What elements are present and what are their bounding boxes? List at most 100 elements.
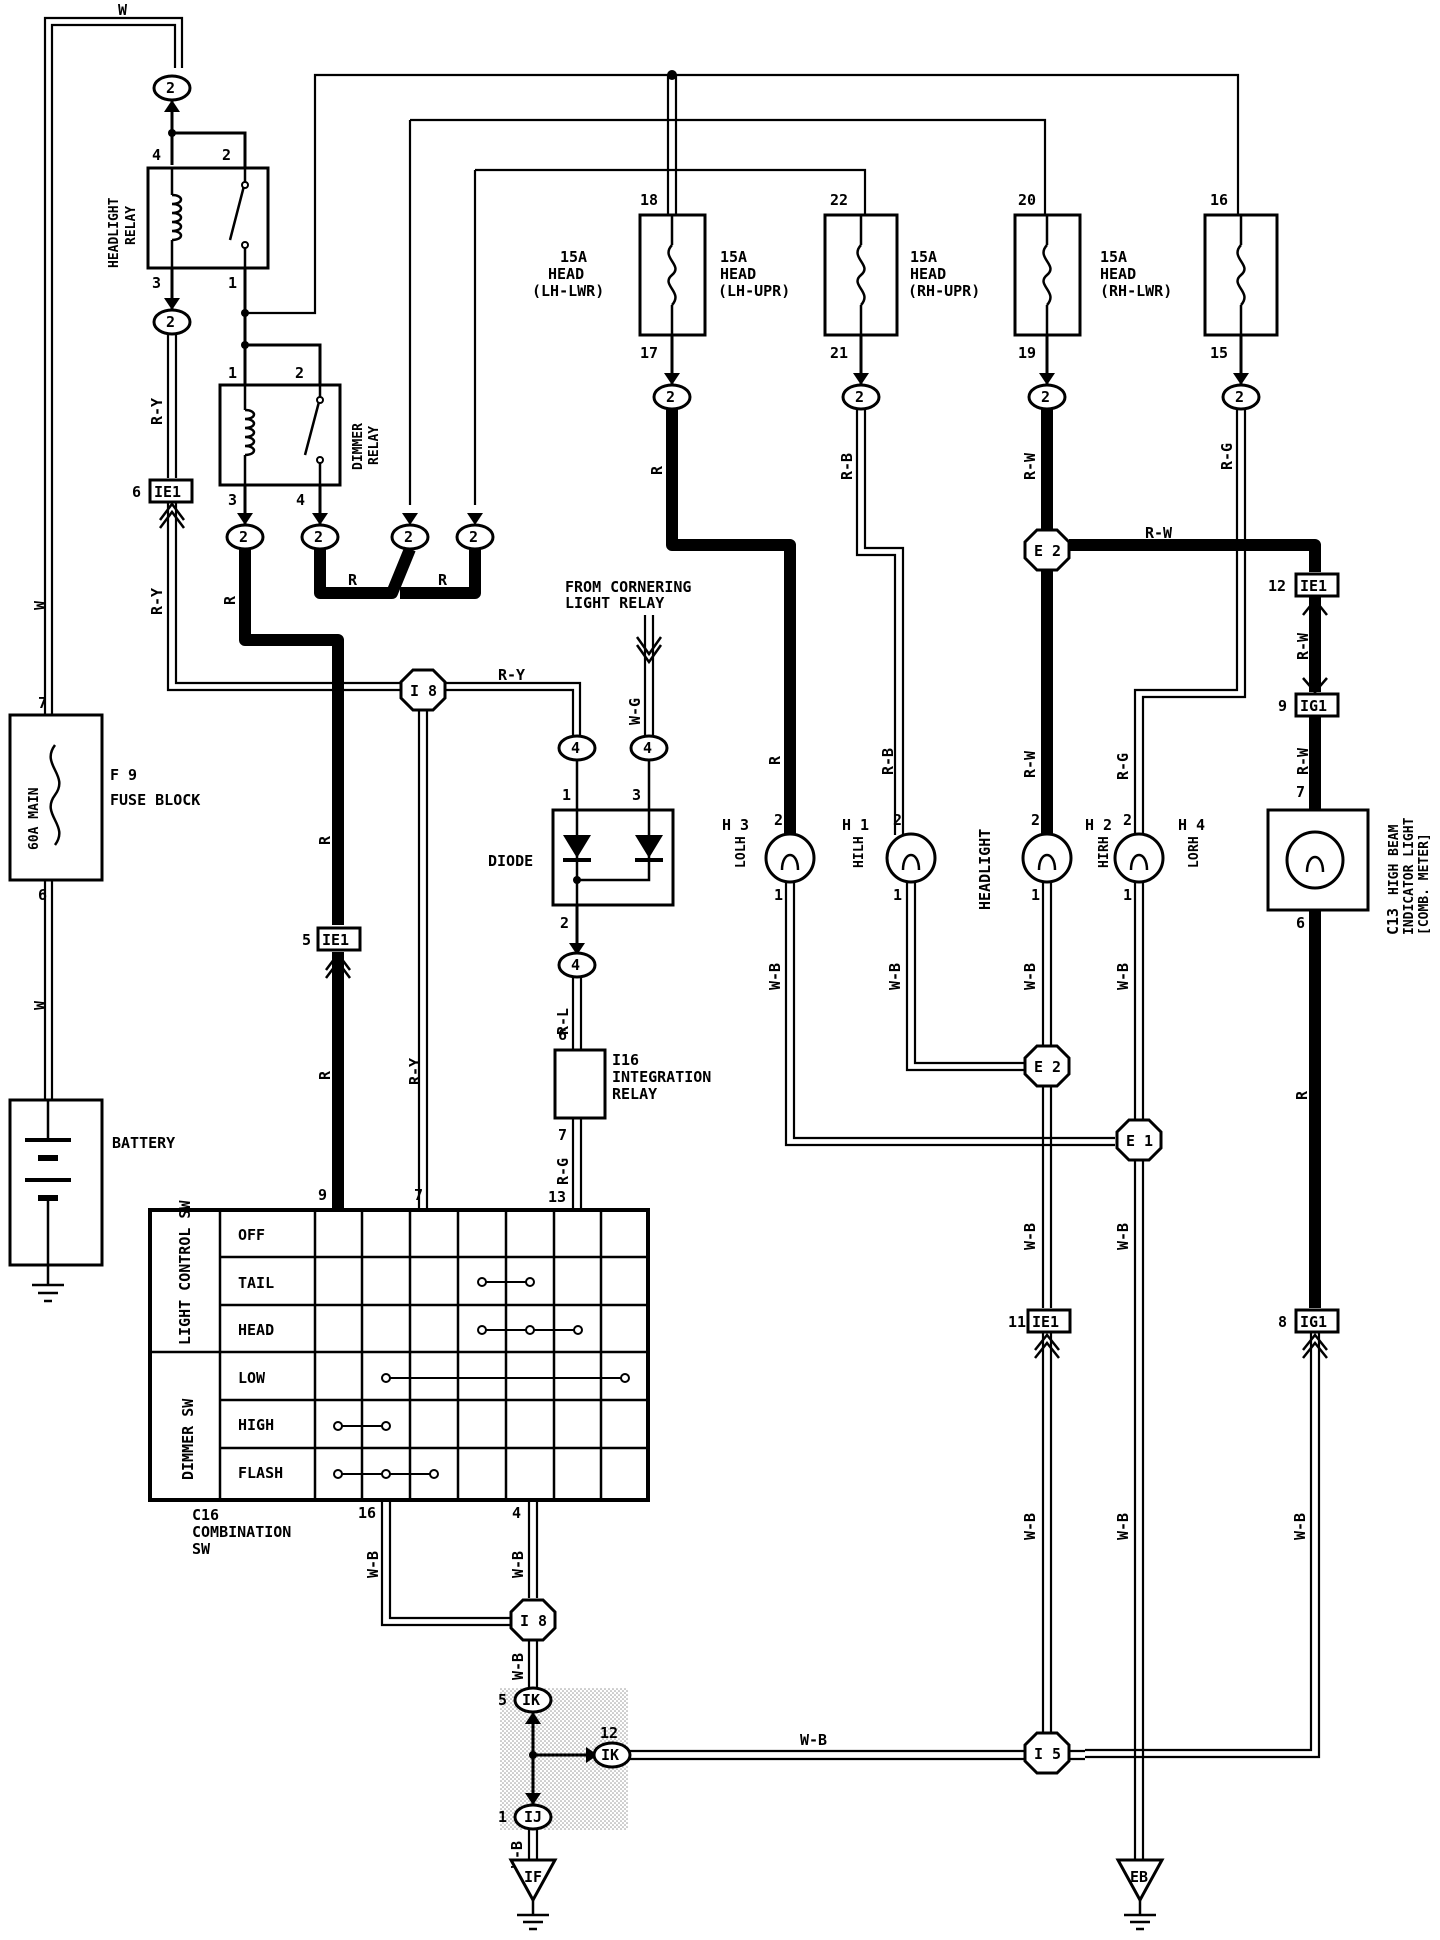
connector-label: 2 [469,528,478,546]
connector-label: EB [1130,1868,1148,1886]
wire-label-r-h3a: R [648,465,666,475]
h2-line2: RH [1097,836,1112,852]
light-control-sw-label: LIGHT CONTROL SW [176,1200,194,1345]
power-wire-w: W W [31,1,184,715]
high-beam-indicator: C13 HIGH BEAM INDICATOR LIGHT [COMB. MET… [1266,808,1432,935]
wire-label-ry-2: R-Y [148,588,166,615]
connector-label: I 5 [1034,1745,1061,1763]
connector-ig1-8 [1294,1308,1340,1334]
connector-label: 2 [314,528,323,546]
fuse-rh-upr-pin-out: 19 [1018,344,1036,362]
wire-label-r-e: R [316,1070,334,1080]
pin-8-ig1: 8 [1278,1313,1287,1331]
connector-ie1-6 [148,478,194,504]
connector-label: 2 [166,313,175,331]
headlight-h3: 2 1 H 3 LO LH [722,811,816,904]
wire-label-rg-b: R-G [1114,753,1132,780]
pin-5-ik: 5 [498,1691,507,1709]
connector-label: 2 [166,79,175,97]
connector-label: IE1 [1032,1313,1059,1331]
wire-label-wb-e2: W-B [1021,1223,1039,1250]
wire-label-wb-4: W-B [509,1551,527,1578]
fuse-rh-lwr-pin-out: 15 [1210,344,1228,362]
connector-ie1-11 [1026,1308,1072,1334]
h3-line2: LH [734,836,749,852]
wire-label-rb-b: R-B [879,748,897,775]
fuse-rh-upr-name: HEAD [910,265,946,283]
wire-label-rw-b: R-W [1021,750,1039,778]
pin-7-c13: 7 [1296,783,1305,801]
h2-pin-2: 2 [1031,811,1040,829]
headlight-relay: 4 2 3 1 HEADLIGHT RELAY [107,146,270,292]
h4-line1: LO [1187,852,1202,868]
battery-label: BATTERY [112,1134,175,1152]
h1-id: H 1 [842,816,869,834]
wire-label-rw-a: R-W [1021,452,1039,480]
h2-line1: HI [1097,852,1112,868]
headlight-h2: 2 1 H 2 HI RH [1021,811,1112,904]
h3-pin-1: 1 [774,886,783,904]
integration-relay: I16 INTEGRATION RELAY [553,1048,711,1120]
pin-7-sw: 7 [414,1186,423,1204]
indicator-line1: HIGH BEAM [1387,824,1402,895]
fuse-block-f9: 7 6 60A MAIN F 9 FUSE BLOCK [8,694,200,904]
ground-eb: EB [1115,1858,1165,1931]
fuse-rh-lwr-pin-in: 16 [1210,191,1228,209]
connector-label: 2 [855,388,864,406]
wire-label-rg-1: R-G [554,1158,572,1185]
pin-12-ik: 12 [600,1724,618,1742]
connector-label: 2 [1041,388,1050,406]
wire-label-wb-ig1: W-B [1291,1513,1309,1540]
wire-label-w-lower: W [31,1000,49,1010]
connector-label: IK [522,1691,540,1709]
connector-label: 2 [239,528,248,546]
headlight-relay-name-2: RELAY [124,206,139,245]
integration-relay-id: I16 [612,1051,639,1069]
headlight-h4: 2 1 H 4 LO RH [1113,811,1205,904]
headlight-label: HEADLIGHT [976,829,994,910]
connector-label: IJ [524,1808,542,1826]
headlight-relay-name-1: HEADLIGHT [107,197,122,268]
h4-pin-1: 1 [1123,886,1132,904]
fuse-rh-upr-sub: (RH-UPR) [908,282,980,300]
h1-pin-2: 2 [893,811,902,829]
dimmer-relay-name-1: DIMMER [351,423,366,470]
wire-label-r-a: R [348,571,358,589]
sw-row-off: OFF [238,1226,265,1244]
connector-label: 4 [571,739,580,757]
connector-label: IK [601,1746,619,1764]
h3-line1: LO [734,852,749,868]
pin-6-c13: 6 [1296,914,1305,932]
sw-row-head: HEAD [238,1321,274,1339]
wire-label-wb-ie1: W-B [1021,1513,1039,1540]
fuse-block-rating: 60A MAIN [27,787,42,850]
indicator-line2: INDICATOR LIGHT [1402,817,1417,935]
connector-label: I 8 [520,1612,547,1630]
indicator-line3: [COMB. METER] [1417,833,1432,935]
indicator-id: C13 [1384,908,1402,935]
h2-pin-1: 1 [1031,886,1040,904]
headlight-h1: 2 1 H 1 HI LH [842,811,937,904]
wire-label-wb-e1b: W-B [1114,1513,1132,1540]
fuse-lh-upr-pin-out: 21 [830,344,848,362]
h3-pin-2: 2 [774,811,783,829]
integration-relay-name2: RELAY [612,1085,657,1103]
wire-label-r-h3b: R [766,755,784,765]
sw-row-high: HIGH [238,1416,274,1434]
wire-label-wb-h1: W-B [886,963,904,990]
wire-label-wb-h3: W-B [766,963,784,990]
h2-id: H 2 [1085,816,1112,834]
fuse-lh-upr-sub: (LH-UPR) [718,282,790,300]
headlight-relay-pin-2: 2 [222,146,231,164]
connector-label: IG1 [1300,1313,1327,1331]
connector-label: E 2 [1034,1058,1061,1076]
fuse-rh-lwr-sub: (RH-LWR) [1100,282,1172,300]
combination-switch: LIGHT CONTROL SW DIMMER SW OFF TAIL HEAD… [148,1200,650,1558]
pin-1-ij: 1 [498,1808,507,1826]
h4-line2: RH [1187,836,1202,852]
fuse-rh-upr-rating: 15A [910,248,937,266]
connector-label: IG1 [1300,697,1327,715]
sw-row-low: LOW [238,1369,266,1387]
wire-label-rl: R-L [554,1008,572,1035]
